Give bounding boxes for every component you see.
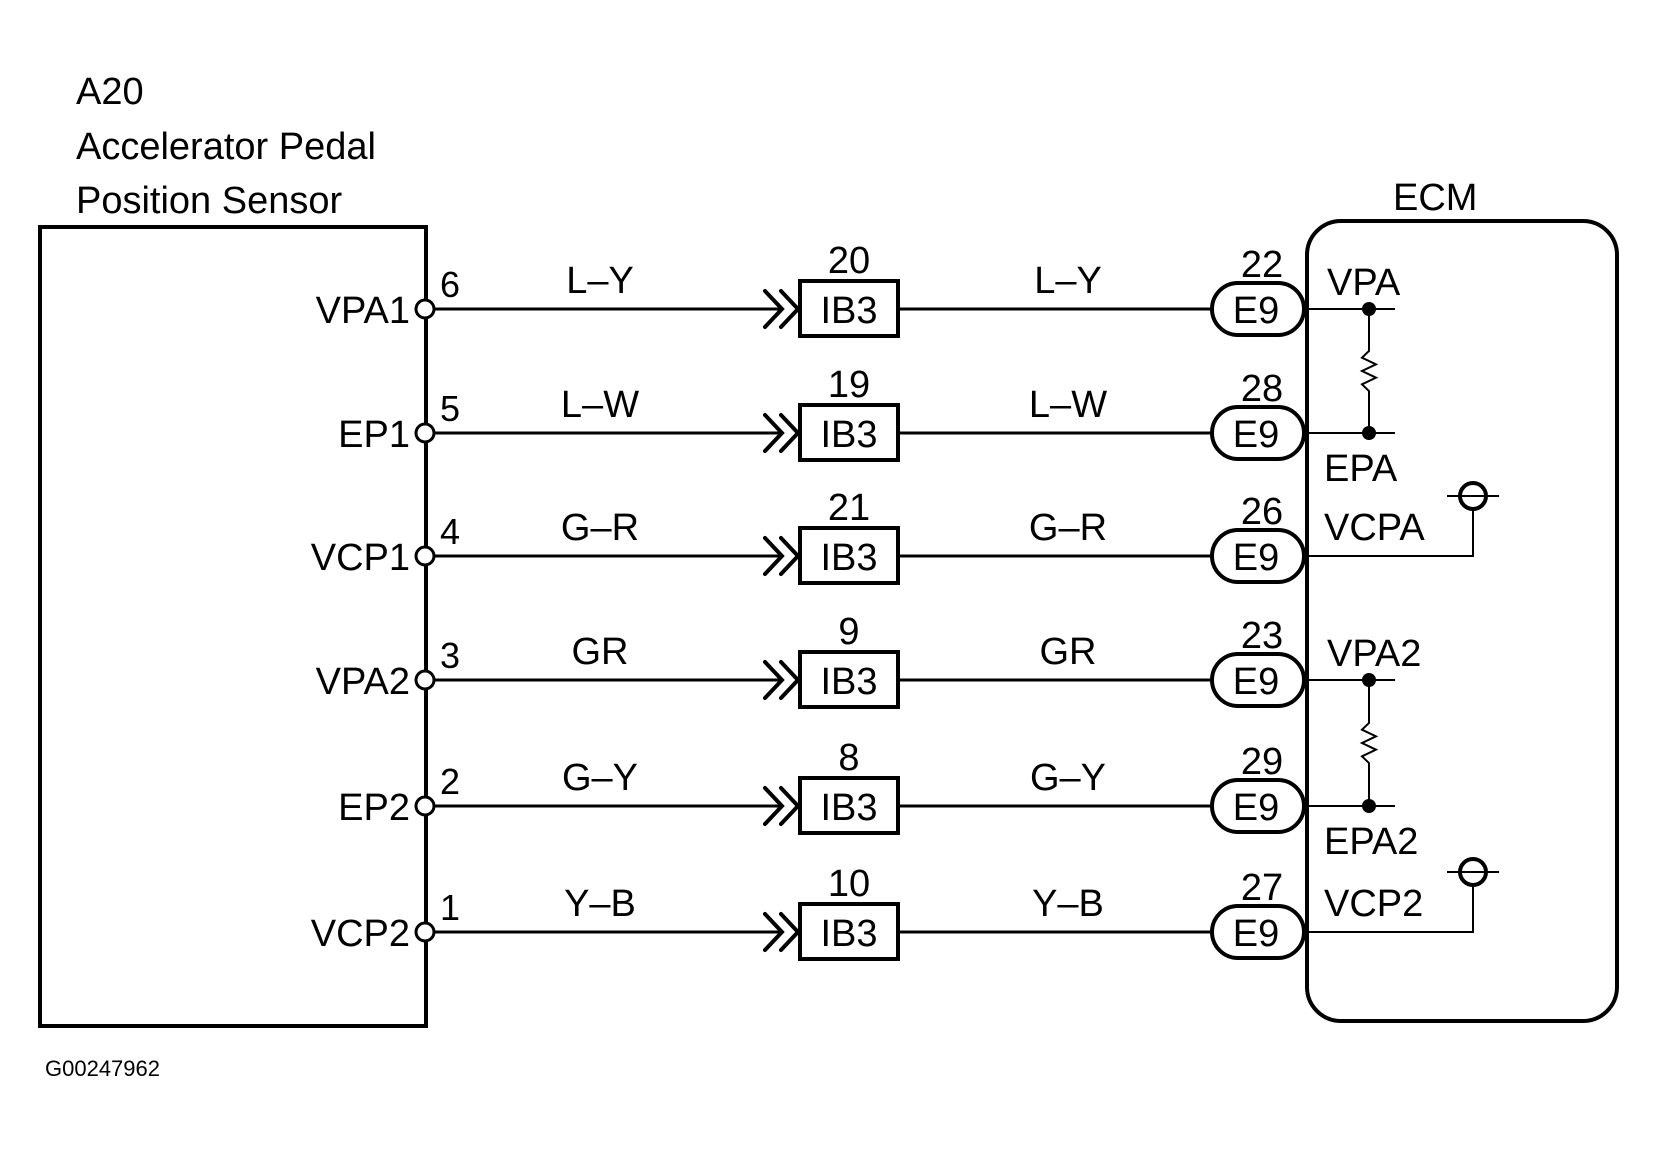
ecm-connector-label: E9 <box>1233 913 1279 955</box>
wire-color-label: L–Y <box>566 260 634 302</box>
wire-color-label: Y–B <box>564 883 636 925</box>
ecm-pin-number: 23 <box>1241 615 1283 657</box>
connector-chevron-icon <box>763 912 785 952</box>
junction-pin-number: 21 <box>828 487 870 529</box>
wire-color-label: GR <box>1040 631 1097 673</box>
connector-chevron-icon <box>763 413 785 453</box>
terminal-icon <box>414 422 436 444</box>
ecm-connector-label: E9 <box>1233 537 1279 579</box>
ecm-pin-number: 29 <box>1241 741 1283 783</box>
ecm-connector <box>1210 652 1306 708</box>
sensor-pin-number: 2 <box>440 761 460 802</box>
ecm-internal-wire <box>1307 885 1474 933</box>
junction-pin-number: 10 <box>828 863 870 905</box>
ecm-internal-wire <box>1307 509 1474 557</box>
wire-color-label: Y–B <box>1032 883 1104 925</box>
junction-connector <box>798 650 900 709</box>
ecm-connector-label: E9 <box>1233 414 1279 456</box>
junction-pin-number: 9 <box>838 611 859 653</box>
sensor-code: A20 <box>76 71 144 113</box>
wire-color-label: L–Y <box>1034 260 1102 302</box>
terminal-icon <box>414 298 436 320</box>
junction-pin-number: 19 <box>828 364 870 406</box>
sensor-body <box>38 225 428 1028</box>
junction-connector-label: IB3 <box>820 290 877 332</box>
ecm-connector-label: E9 <box>1233 661 1279 703</box>
terminal-icon <box>414 669 436 691</box>
terminal-icon <box>414 545 436 567</box>
ecm-terminal-label: VPA <box>1327 262 1401 304</box>
connector-chevron-icon <box>763 289 785 329</box>
sensor-pin-name: VPA2 <box>316 661 410 703</box>
junction-pin-number: 8 <box>838 737 859 779</box>
junction-connector <box>798 403 900 462</box>
junction-connector <box>798 776 900 835</box>
sensor-name-line1: Accelerator Pedal <box>76 126 376 168</box>
ecm-connector <box>1210 281 1306 337</box>
junction-connector <box>798 279 900 338</box>
junction-connector-label: IB3 <box>820 537 877 579</box>
sensor-pin-number: 1 <box>440 887 460 928</box>
ecm-terminal-label: EPA2 <box>1324 821 1418 863</box>
ecm-terminal-label: EPA <box>1324 448 1398 490</box>
sensor-pin-name: VCP2 <box>311 913 410 955</box>
ecm-terminal-label: VCP2 <box>1324 883 1423 925</box>
ecm-terminal-label: VCPA <box>1324 507 1425 549</box>
junction-connector-label: IB3 <box>820 913 877 955</box>
ecm-body <box>1305 219 1619 1023</box>
sensor-pin-name: VPA1 <box>316 290 410 332</box>
ecm-connector-label: E9 <box>1233 787 1279 829</box>
wire-color-label: L–W <box>1029 384 1107 426</box>
sensor-pin-number: 6 <box>440 264 460 305</box>
wire-color-label: G–R <box>561 507 639 549</box>
connector-chevron-icon <box>763 536 785 576</box>
wire-color-label: L–W <box>561 384 639 426</box>
ecm-connector <box>1210 778 1306 834</box>
wire-color-label: G–Y <box>562 757 638 799</box>
sensor-pin-number: 3 <box>440 635 460 676</box>
wire-color-label: GR <box>572 631 629 673</box>
connector-chevron-icon <box>763 786 785 826</box>
sensor-pin-number: 4 <box>440 511 460 552</box>
sensor-pin-name: VCP1 <box>311 537 410 579</box>
wire-color-label: G–Y <box>1030 757 1106 799</box>
junction-pin-number: 20 <box>828 240 870 282</box>
ecm-pin-number: 26 <box>1241 491 1283 533</box>
sensor-pin-name: EP1 <box>338 414 410 456</box>
figure-id: G00247962 <box>45 1056 160 1081</box>
sensor-pin-number: 5 <box>440 388 460 429</box>
terminal-icon <box>414 921 436 943</box>
ecm-pin-number: 27 <box>1241 867 1283 909</box>
junction-connector-label: IB3 <box>820 661 877 703</box>
sensor-name-line2: Position Sensor <box>76 180 342 222</box>
terminal-icon <box>414 795 436 817</box>
ecm-pin-number: 22 <box>1241 244 1283 286</box>
ecm-pin-number: 28 <box>1241 368 1283 410</box>
sensor-pin-name: EP2 <box>338 787 410 829</box>
junction-connector-label: IB3 <box>820 414 877 456</box>
resistor-icon <box>1359 309 1379 433</box>
junction-connector <box>798 902 900 961</box>
ecm-terminal-label: VPA2 <box>1327 633 1421 675</box>
ecm-connector <box>1210 528 1306 584</box>
wire-color-label: G–R <box>1029 507 1107 549</box>
connector-chevron-icon <box>763 660 785 700</box>
ecm-connector <box>1210 904 1306 960</box>
resistor-icon <box>1359 680 1379 806</box>
ecm-label: ECM <box>1393 177 1477 219</box>
ecm-connector-label: E9 <box>1233 290 1279 332</box>
junction-connector-label: IB3 <box>820 787 877 829</box>
ecm-connector <box>1210 405 1306 461</box>
